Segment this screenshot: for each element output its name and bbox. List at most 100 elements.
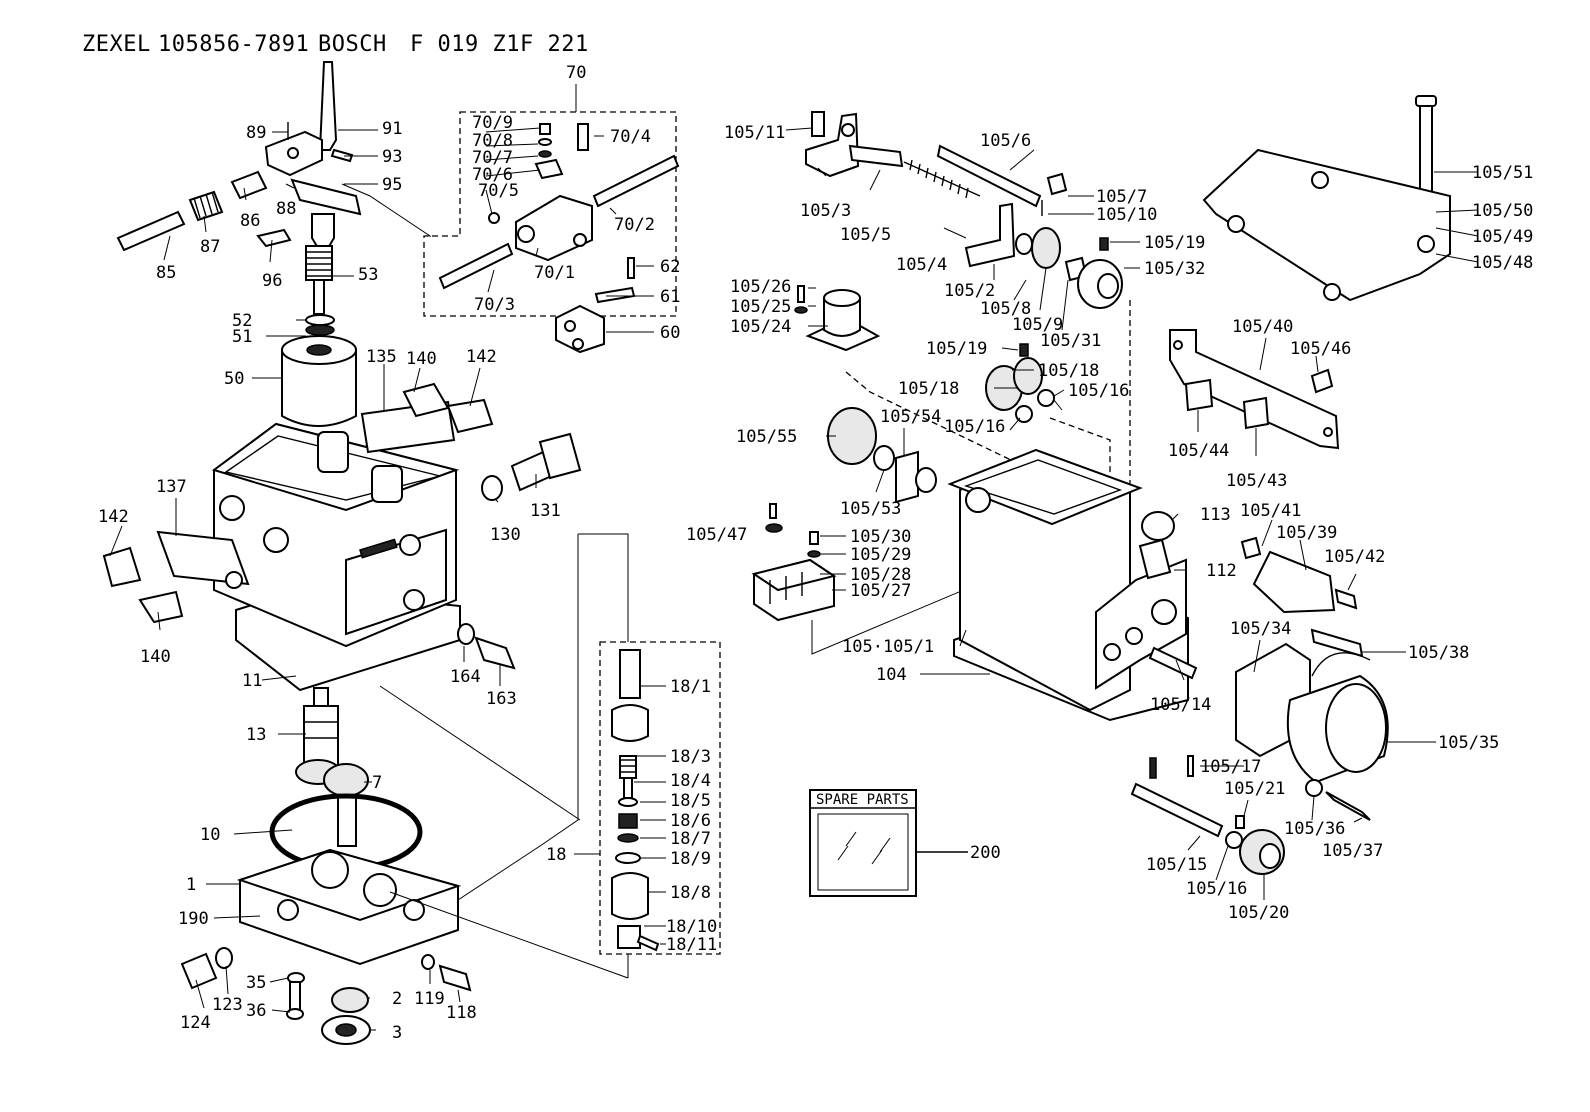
label-105-32: 105/32 [1144, 259, 1205, 279]
label-60: 60 [660, 323, 680, 343]
cover-hole [1227, 215, 1245, 233]
label-11: 11 [242, 671, 262, 691]
o-ring-18-9 [615, 852, 641, 864]
label-105-34: 105/34 [1230, 619, 1291, 639]
screw-36 [289, 981, 301, 1013]
label-105-42: 105/42 [1324, 547, 1385, 567]
motor-assembly [1235, 628, 1389, 821]
label-70-5: 70/5 [478, 181, 519, 201]
label-70-1: 70/1 [534, 263, 575, 283]
label-88: 88 [276, 199, 296, 219]
header-part-numbers: ZEXEL 105856-7891 BOSCH F 019 Z1F 221 [82, 32, 589, 57]
label-70: 70 [566, 63, 586, 83]
label-70-8: 70/8 [472, 131, 513, 151]
washer-119 [421, 954, 435, 970]
housing-rim-105 [947, 448, 1143, 526]
pump-housing-11 [102, 382, 582, 692]
label-18-4: 18/4 [670, 771, 711, 791]
bracket-105-40 [1169, 329, 1340, 450]
right-leaders [1171, 171, 1479, 900]
label-119: 119 [414, 989, 445, 1009]
bolt-105-37 [1325, 791, 1371, 821]
shaft-105-15 [1130, 782, 1224, 838]
label-105-105-1: 105·105/1 [842, 637, 934, 657]
label-70-3: 70/3 [474, 295, 515, 315]
group-70-boundary [423, 111, 677, 317]
leader-lines [109, 127, 1479, 1031]
label-105-15: 105/15 [1146, 855, 1207, 875]
housing-boss [965, 487, 991, 513]
boss [219, 495, 245, 521]
clip-96 [256, 228, 292, 248]
label-18-10: 18/10 [666, 917, 717, 937]
label-105-16c: 105/16 [1186, 879, 1247, 899]
housing-rim [224, 435, 441, 501]
spare-parts-title: SPARE PARTS [816, 792, 909, 808]
label-2: 2 [392, 989, 402, 1009]
washer-105-54b [915, 467, 937, 493]
label-142-left: 142 [98, 507, 129, 527]
label-163: 163 [486, 689, 517, 709]
label-105-18b: 105/18 [1038, 361, 1099, 381]
base-plate-top [236, 848, 462, 922]
label-1: 1 [186, 875, 196, 895]
label-105-30: 105/30 [850, 527, 911, 547]
base-bore [311, 851, 349, 889]
link-line [341, 183, 432, 237]
screw-70-9 [539, 123, 551, 135]
bearing-2 [331, 987, 369, 1013]
label-105-54: 105/54 [880, 407, 941, 427]
brand-name: BOSCH [318, 32, 387, 57]
label-53: 53 [358, 265, 378, 285]
screw-105-7 [1046, 172, 1068, 196]
cover-hole [1311, 171, 1329, 189]
label-131: 131 [530, 501, 561, 521]
terminal-dividers [769, 572, 803, 604]
washer-105-16a [1037, 389, 1055, 407]
pin-18-11 [636, 934, 660, 952]
plug-124 [180, 952, 218, 990]
label-105-19a: 105/19 [1144, 233, 1205, 253]
label-142-top: 142 [466, 347, 497, 367]
label-104: 104 [876, 665, 907, 685]
washer-123 [215, 947, 233, 969]
boss [263, 527, 289, 553]
label-105-48: 105/48 [1472, 253, 1533, 273]
label-118: 118 [446, 1003, 477, 1023]
label-105-55: 105/55 [736, 427, 797, 447]
leader [811, 561, 1031, 655]
actuator-housing-105 [947, 448, 1198, 722]
lower-assembly [180, 687, 472, 1045]
shaft-13 [303, 705, 339, 767]
spare-parts-window [817, 813, 909, 891]
label-91: 91 [382, 119, 402, 139]
screw-105-21 [1235, 815, 1245, 829]
screw-163 [474, 636, 516, 670]
bolt-105-51-head [1415, 95, 1437, 107]
armature-head [311, 213, 335, 249]
clamp-140-left [138, 590, 184, 624]
label-105-44: 105/44 [1168, 441, 1229, 461]
solenoid-50 [281, 349, 357, 427]
screw-105-26 [797, 285, 805, 303]
label-105-6: 105/6 [980, 131, 1031, 151]
label-10: 10 [200, 825, 220, 845]
group18-leaders [574, 685, 666, 945]
rod-85 [116, 210, 186, 252]
spacer-105-54 [895, 450, 919, 504]
washer-105-8 [1015, 233, 1033, 255]
pin-70-4 [577, 123, 589, 151]
link-line [389, 891, 629, 979]
label-105-41: 105/41 [1240, 501, 1301, 521]
cap-113 [1141, 511, 1175, 541]
group-18 [599, 618, 721, 978]
pin-62 [627, 257, 635, 279]
label-105-11: 105/11 [724, 123, 785, 143]
bosch-part-number: F 019 Z1F 221 [410, 32, 589, 57]
block-hole [517, 225, 535, 243]
label-105-37: 105/37 [1322, 841, 1383, 861]
base-port [403, 899, 425, 921]
label-18-11: 18/11 [666, 935, 717, 955]
label-105-40: 105/40 [1232, 317, 1293, 337]
label-105-39: 105/39 [1276, 523, 1337, 543]
